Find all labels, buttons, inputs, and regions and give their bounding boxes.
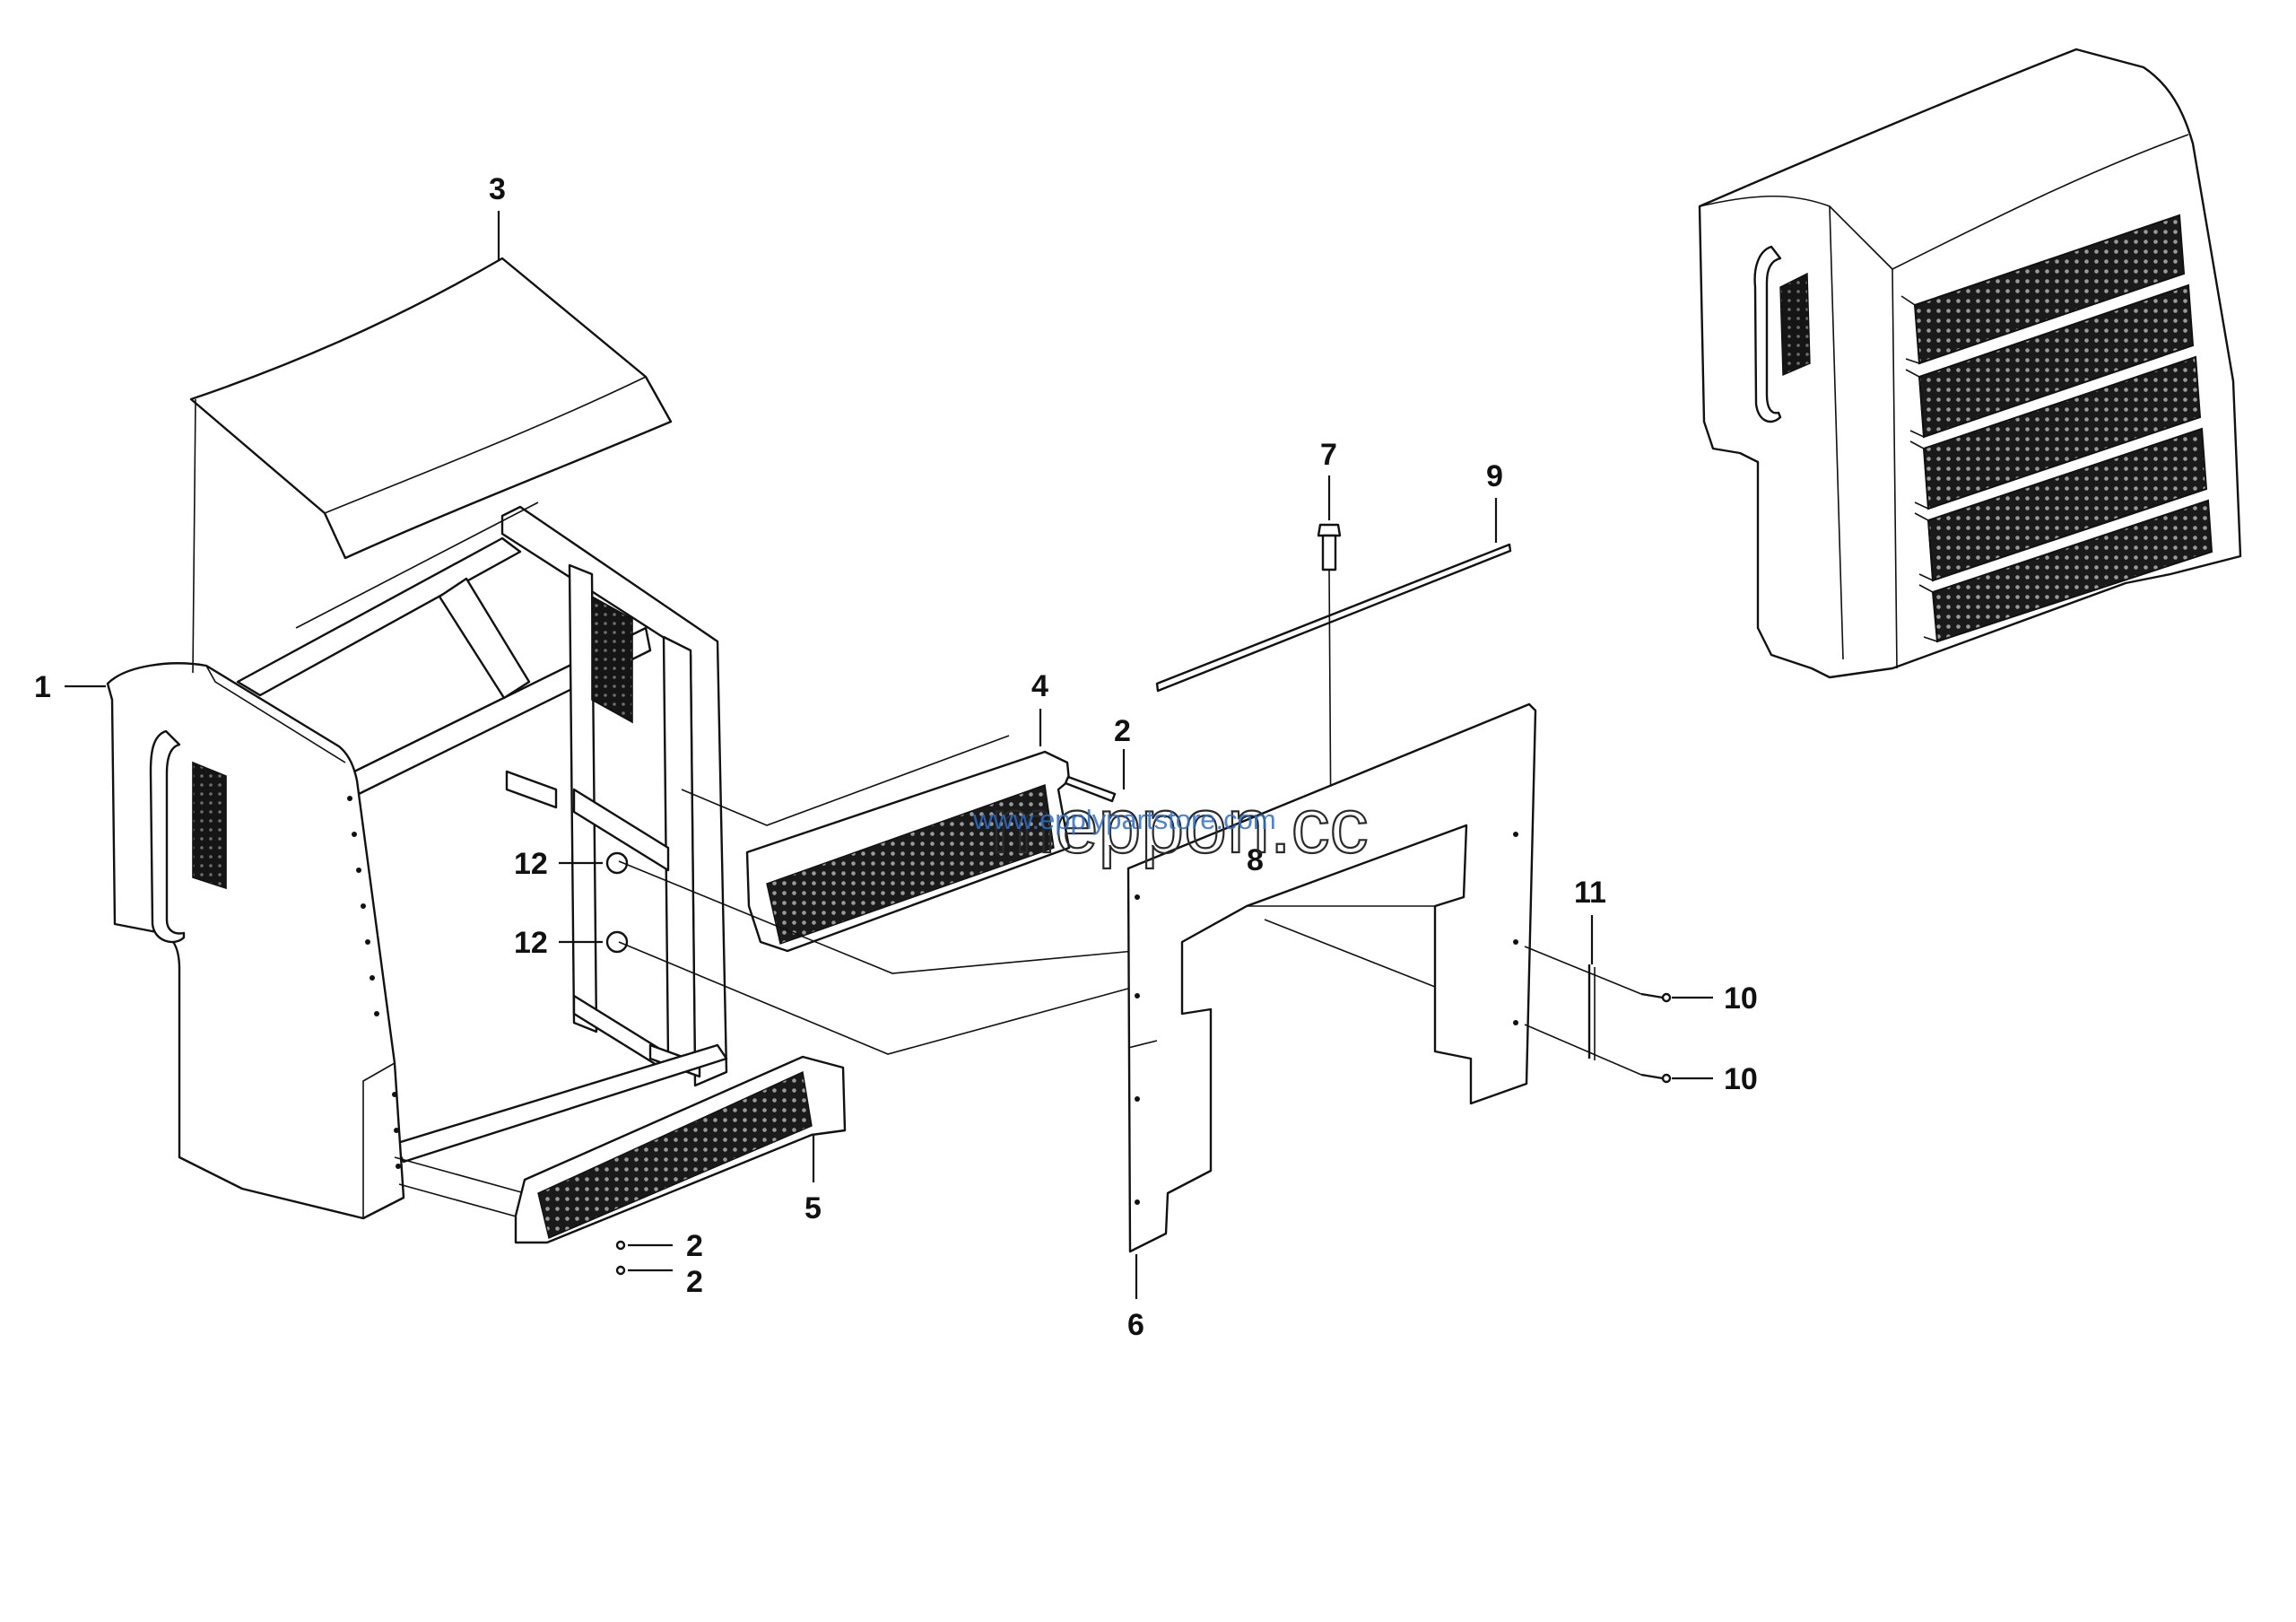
hood-side-panel-part-1: [65, 398, 530, 1221]
callout-2-upper: 2: [1114, 714, 1131, 748]
rod-part-11: [1587, 915, 1596, 1060]
watermark-url: www.epplypartstore.com: [972, 804, 1276, 835]
callout-8: 8: [1247, 843, 1264, 877]
callout-12-lower: 12: [514, 926, 548, 960]
support-frame: [236, 501, 728, 1164]
callout-labels: 1 2 2 2 3 4 5 6 7 8 9 10 10 11 12 12: [34, 172, 1758, 1342]
callout-6: 6: [1127, 1308, 1144, 1342]
top-cover-part-3: [189, 211, 673, 560]
callout-11: 11: [1574, 876, 1606, 910]
callout-10-upper: 10: [1724, 981, 1758, 1016]
fasteners-upper: [559, 749, 1126, 944]
callout-10-lower: 10: [1724, 1062, 1758, 1096]
callout-9: 9: [1486, 459, 1503, 493]
callout-4: 4: [1031, 669, 1048, 703]
callout-1: 1: [34, 670, 51, 704]
upper-grille-part-4: [618, 709, 1135, 1055]
callout-7: 7: [1320, 438, 1337, 472]
watermark-text: meppon.cc: [991, 783, 1369, 869]
screws-part-10: [1524, 946, 1713, 1084]
lower-grille-part-5: [514, 1055, 847, 1276]
callout-2-lower-b: 2: [686, 1265, 703, 1299]
callout-2-lower-a: 2: [686, 1229, 703, 1263]
watermark: meppon.cc www.epplypartstore.com: [972, 782, 1370, 870]
assembled-grille-slats: [1900, 214, 2213, 643]
rod-part-9: [1155, 498, 1512, 693]
assembled-view: [1698, 48, 2242, 679]
callout-5: 5: [804, 1191, 822, 1225]
callout-12-upper: 12: [514, 847, 548, 881]
callout-3: 3: [489, 172, 506, 206]
side-panel-part-6: [1126, 702, 1537, 1299]
